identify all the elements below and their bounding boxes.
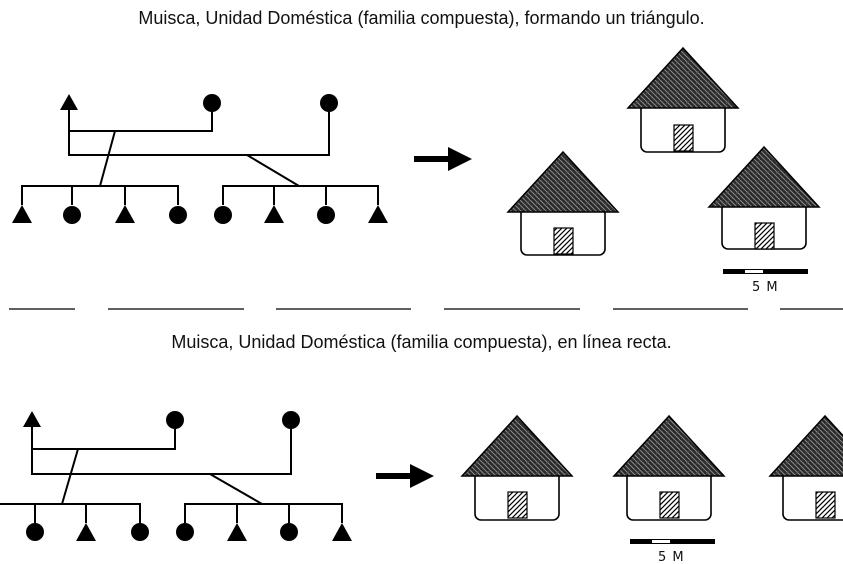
child-female-symbol: [214, 206, 232, 224]
scale-label: 5 M: [752, 280, 779, 295]
child-male-symbol: [264, 205, 284, 223]
child-female-symbol: [317, 206, 335, 224]
title-line-layout: Muisca, Unidad Doméstica (familia compue…: [171, 332, 672, 352]
marriage-line: [68, 112, 330, 156]
scale-label: 5 M: [658, 550, 685, 564]
sibling-bar: [184, 503, 343, 523]
parent-female-symbol: [166, 411, 184, 429]
descent-line: [99, 130, 116, 187]
child-male-symbol: [368, 205, 388, 223]
marriage-line: [31, 427, 176, 450]
house-icon: [707, 145, 821, 250]
house-icon: [506, 150, 620, 256]
marriage-line: [31, 429, 292, 475]
parent-male-symbol: [23, 411, 41, 427]
child-male-symbol: [332, 523, 352, 541]
child-female-symbol: [63, 206, 81, 224]
child-male-symbol: [76, 523, 96, 541]
descent-line: [61, 448, 79, 505]
descent-line: [209, 473, 263, 505]
child-male-symbol: [227, 523, 247, 541]
parent-female-symbol: [282, 411, 300, 429]
child-female-symbol: [26, 523, 44, 541]
child-female-symbol: [169, 206, 187, 224]
child-male-symbol: [115, 205, 135, 223]
title-triangle-layout: Muisca, Unidad Doméstica (familia compue…: [138, 8, 705, 28]
parent-male-symbol: [60, 94, 78, 110]
child-female-symbol: [176, 523, 194, 541]
kinship-diagram-line: [0, 411, 352, 541]
house-icon: [612, 414, 726, 521]
house-icon: [768, 414, 843, 521]
parent-female-symbol: [203, 94, 221, 112]
house-group-line: [460, 414, 843, 521]
house-icon: [460, 414, 574, 521]
scale-bar: 5 M: [723, 269, 808, 295]
kinship-diagram-triangle: [12, 94, 388, 224]
scale-bar: 5 M: [630, 539, 715, 564]
sibling-bar: [222, 185, 379, 205]
descent-line: [246, 154, 300, 187]
house-group-triangle: [506, 46, 821, 256]
house-icon: [626, 46, 740, 153]
marriage-line: [68, 110, 213, 132]
child-male-symbol: [12, 205, 32, 223]
parent-female-symbol: [320, 94, 338, 112]
child-female-symbol: [280, 523, 298, 541]
sibling-bar: [0, 503, 141, 523]
child-female-symbol: [131, 523, 149, 541]
sibling-bar: [21, 185, 179, 205]
